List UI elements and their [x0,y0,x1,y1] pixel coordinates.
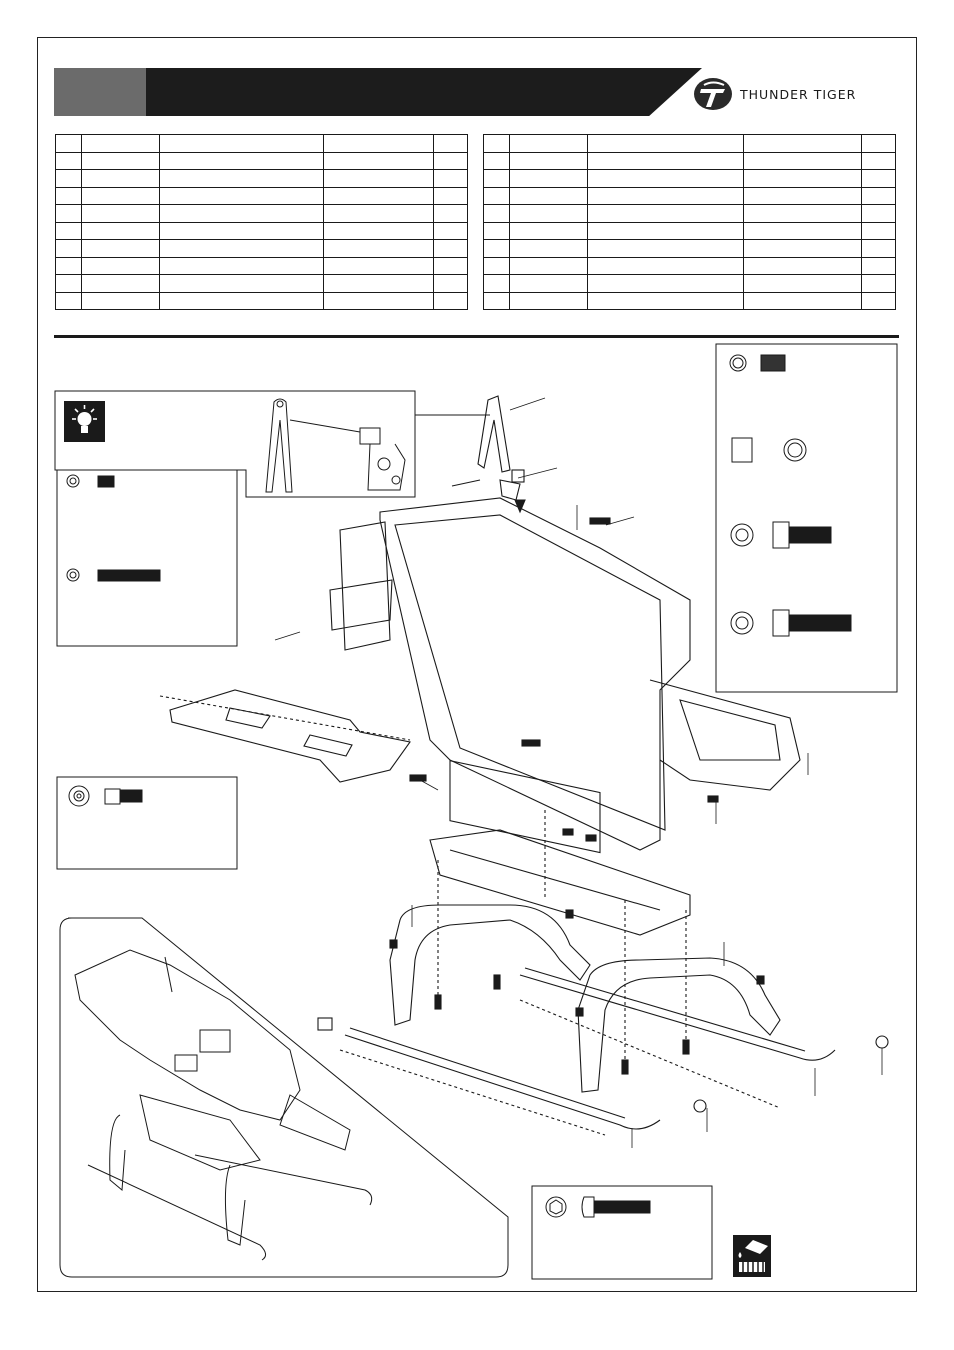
landing-strut-left [389,904,591,1026]
parts-table-row [55,256,468,275]
lightbulb-icon [64,401,105,442]
thunder-tiger-logo: THUNDER TIGER [692,74,902,114]
page-frame [37,37,917,1292]
tail-mount [649,679,801,791]
skid-end-cap [693,1099,707,1113]
bottom-plate [429,829,691,936]
main-side-frame [379,497,691,851]
parts-table-row [55,221,468,240]
parts-table-row [483,134,896,153]
step-title-banner [146,68,702,116]
hardware-box-right [715,343,898,693]
parts-table-row [55,151,468,170]
tip-inset-drawing [265,398,406,493]
skid-left [344,1034,661,1130]
parts-table-row [483,291,896,310]
parts-table-left [55,134,468,310]
parts-table-row [55,274,468,293]
parts-table-row [55,204,468,223]
section-divider [54,335,899,338]
parts-table-row [55,169,468,188]
landing-strut-right [577,957,781,1093]
exploded-frame-drawing [159,395,889,1148]
parts-table-cell [433,291,468,310]
skid-right [519,974,836,1061]
step-number-panel [54,68,146,116]
parts-table-row [55,186,468,205]
parts-table-row [55,291,468,310]
parts-table-row [483,239,896,258]
battery-tray [169,689,411,783]
parts-table-right [483,134,896,310]
parts-table-cell [861,291,896,310]
completed-assembly-inset [59,917,509,1278]
tiger-emblem-icon [694,78,732,110]
hardware-box-set-screws [56,469,238,647]
hardware-box-shoulder-screw [56,776,238,870]
servo-arm [477,395,511,473]
logo-text: THUNDER TIGER [740,86,857,102]
threadlock-glue-icon [733,1235,771,1277]
hardware-box-self-tapping-screw [531,1185,713,1280]
tip-callout-frame [54,390,416,498]
